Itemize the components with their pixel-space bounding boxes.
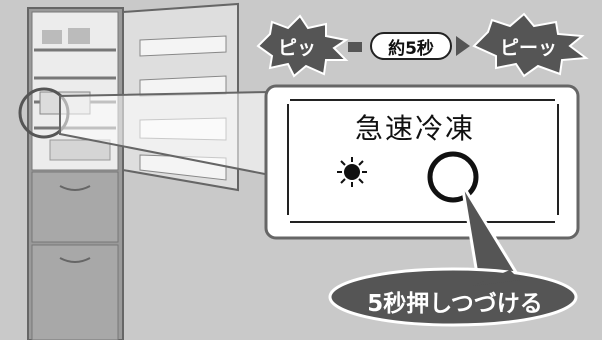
zoomed-panel: [264, 84, 580, 240]
ring-button-icon[interactable]: [427, 151, 479, 203]
burst-long: [472, 12, 589, 78]
panel-title: 急速冷凍: [354, 112, 475, 145]
drawer-upper-handle: [59, 185, 91, 191]
refrigerator: [27, 2, 239, 340]
arrow-icon: [348, 36, 470, 56]
beep-short-label: ピッ: [278, 37, 317, 59]
callout-bubble: [328, 267, 578, 327]
burst-short: [256, 14, 349, 78]
sun-icon: [337, 157, 367, 187]
beep-long-label: ピーッ: [500, 37, 558, 59]
container-1: [42, 30, 62, 44]
door-pocket-1: [139, 35, 227, 57]
duration-pill: 約5秒: [370, 32, 452, 60]
drawer-upper: [31, 171, 119, 243]
instruction-text: 5秒押しつづける: [367, 291, 543, 317]
container-2: [68, 28, 90, 44]
drawer-lower-handle: [59, 257, 91, 263]
callout-join: [472, 270, 520, 286]
drawer-lower: [31, 244, 119, 340]
chilled-case: [49, 139, 111, 161]
